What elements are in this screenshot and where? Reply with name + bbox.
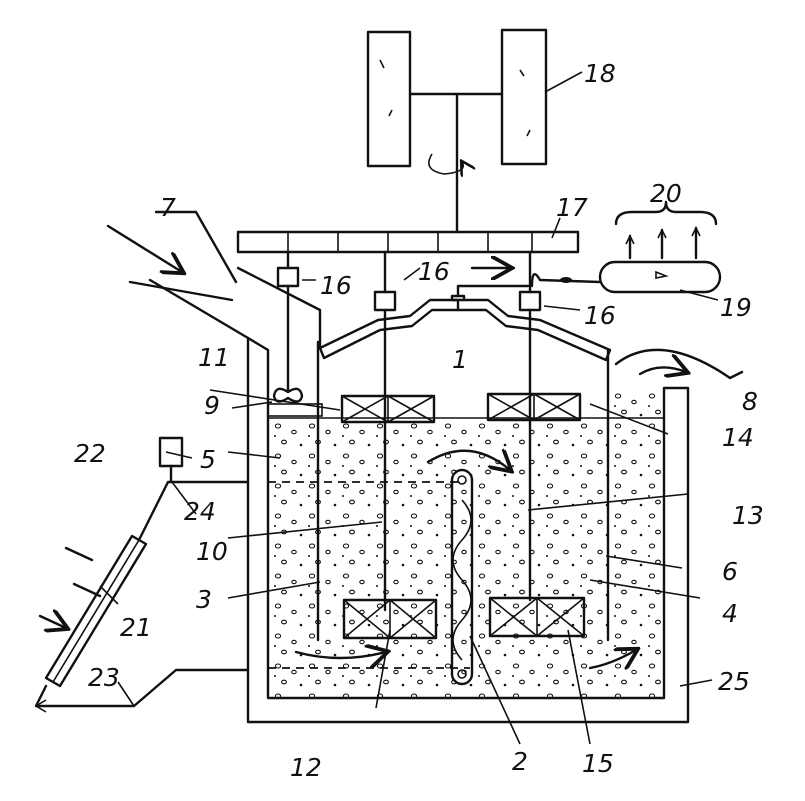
label-2: 2 — [512, 747, 528, 776]
outlet-arrow — [614, 348, 744, 380]
label-17: 17 — [556, 193, 588, 222]
screw-conveyor — [450, 468, 474, 686]
label-4: 4 — [722, 599, 738, 628]
gas-holder — [598, 200, 722, 294]
leader-lines — [99, 71, 719, 745]
label-10: 10 — [196, 537, 228, 566]
label-9: 9 — [204, 391, 220, 420]
label-8: 8 — [742, 387, 758, 416]
label-7: 7 — [160, 193, 176, 222]
wind-rotor — [366, 28, 548, 234]
sensor-22 — [158, 436, 184, 468]
label-25: 25 — [718, 667, 750, 696]
mixer-11 — [340, 394, 436, 424]
label-24: 24 — [184, 497, 216, 526]
label-22: 22 — [74, 439, 106, 468]
gearbox-16-middle — [373, 290, 397, 312]
label-16-left: 16 — [320, 271, 352, 300]
transmission-bar — [236, 230, 580, 254]
label-11: 11 — [198, 343, 230, 372]
label-13: 13 — [732, 501, 764, 530]
mixer-15 — [488, 596, 586, 638]
label-19: 19 — [720, 293, 752, 322]
mixer-12 — [342, 598, 438, 640]
label-3: 3 — [196, 585, 212, 614]
label-21: 21 — [120, 613, 152, 642]
label-18: 18 — [584, 59, 616, 88]
label-23: 23 — [88, 663, 120, 692]
label-6: 6 — [722, 557, 738, 586]
label-12: 12 — [290, 753, 322, 782]
dome-cover — [318, 294, 612, 362]
feed-chute — [106, 210, 322, 350]
label-14: 14 — [722, 423, 754, 452]
gearbox-16-right — [518, 290, 542, 312]
fan-9 — [267, 387, 323, 417]
label-20: 20 — [650, 179, 682, 208]
reference-labels: 1 2 3 4 5 6 7 8 9 10 11 12 13 14 15 16 1… — [74, 59, 764, 782]
gas-pipe — [456, 268, 602, 298]
flow-arrows — [294, 451, 636, 668]
partition-wall — [268, 340, 610, 669]
label-16-right: 16 — [584, 301, 616, 330]
gearbox-16-left — [276, 266, 300, 288]
solar-collector — [34, 436, 250, 713]
label-1: 1 — [452, 345, 468, 374]
granular-medium — [268, 390, 664, 698]
label-16-middle: 16 — [418, 257, 450, 286]
label-5: 5 — [200, 445, 216, 474]
mixer-14 — [486, 392, 582, 422]
label-15: 15 — [582, 749, 614, 778]
